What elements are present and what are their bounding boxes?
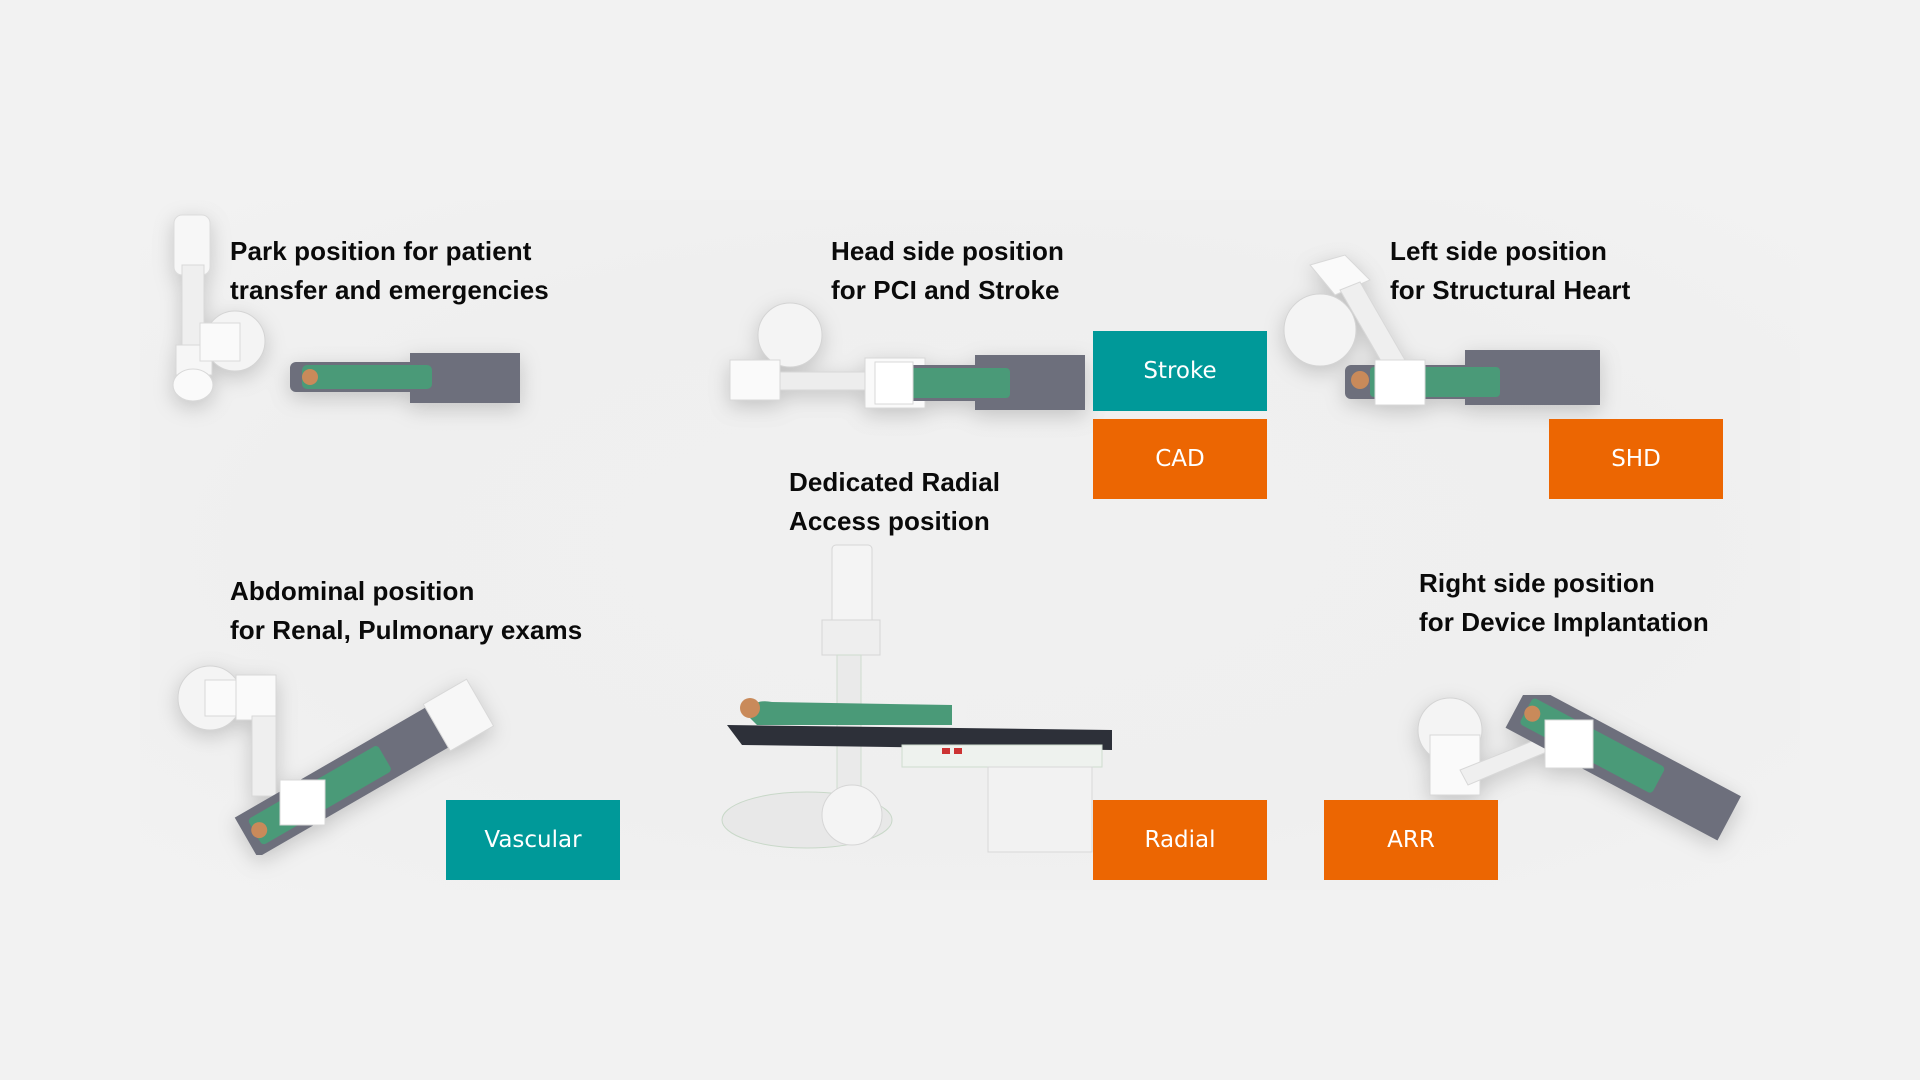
park-position-illustration (172, 214, 520, 403)
caption-abdominal-line1: Abdominal position (230, 576, 475, 606)
caption-radial: Dedicated Radial Access position (789, 463, 1000, 541)
caption-abdominal-line2: for Renal, Pulmonary exams (230, 615, 583, 645)
tag-vascular[interactable]: Vascular (446, 800, 620, 880)
tag-cad-label: CAD (1155, 446, 1205, 472)
tag-radial-label: Radial (1144, 827, 1216, 853)
tag-stroke-label: Stroke (1143, 358, 1217, 384)
caption-head-side-line2: for PCI and Stroke (831, 275, 1060, 305)
tag-arr[interactable]: ARR (1324, 800, 1498, 880)
caption-left-side-line2: for Structural Heart (1390, 275, 1631, 305)
tag-cad[interactable]: CAD (1093, 419, 1267, 499)
caption-park-line1: Park position for patient (230, 236, 532, 266)
caption-left-side: Left side position for Structural Heart (1390, 232, 1630, 310)
caption-right-side-line2: for Device Implantation (1419, 607, 1709, 637)
left-side-illustration (1283, 254, 1600, 406)
tag-stroke[interactable]: Stroke (1093, 331, 1267, 411)
head-side-illustration (729, 302, 1085, 410)
diagram-stage (140, 200, 1800, 890)
caption-park-line2: transfer and emergencies (230, 275, 549, 305)
right-side-illustration (1417, 695, 1741, 841)
tag-shd[interactable]: SHD (1549, 419, 1723, 499)
caption-head-side: Head side position for PCI and Stroke (831, 232, 1064, 310)
caption-right-side-line1: Right side position (1419, 568, 1655, 598)
tag-vascular-label: Vascular (484, 827, 582, 853)
caption-radial-line1: Dedicated Radial (789, 467, 1001, 497)
abdominal-illustration (177, 665, 495, 855)
caption-abdominal: Abdominal position for Renal, Pulmonary … (230, 572, 582, 650)
caption-head-side-line1: Head side position (831, 236, 1064, 266)
caption-left-side-line1: Left side position (1390, 236, 1608, 266)
tag-radial[interactable]: Radial (1093, 800, 1267, 880)
caption-right-side: Right side position for Device Implantat… (1419, 564, 1709, 642)
radial-access-illustration (721, 544, 1112, 853)
tag-arr-label: ARR (1387, 827, 1435, 853)
caption-park: Park position for patient transfer and e… (230, 232, 549, 310)
tag-shd-label: SHD (1611, 446, 1661, 472)
caption-radial-line2: Access position (789, 506, 990, 536)
